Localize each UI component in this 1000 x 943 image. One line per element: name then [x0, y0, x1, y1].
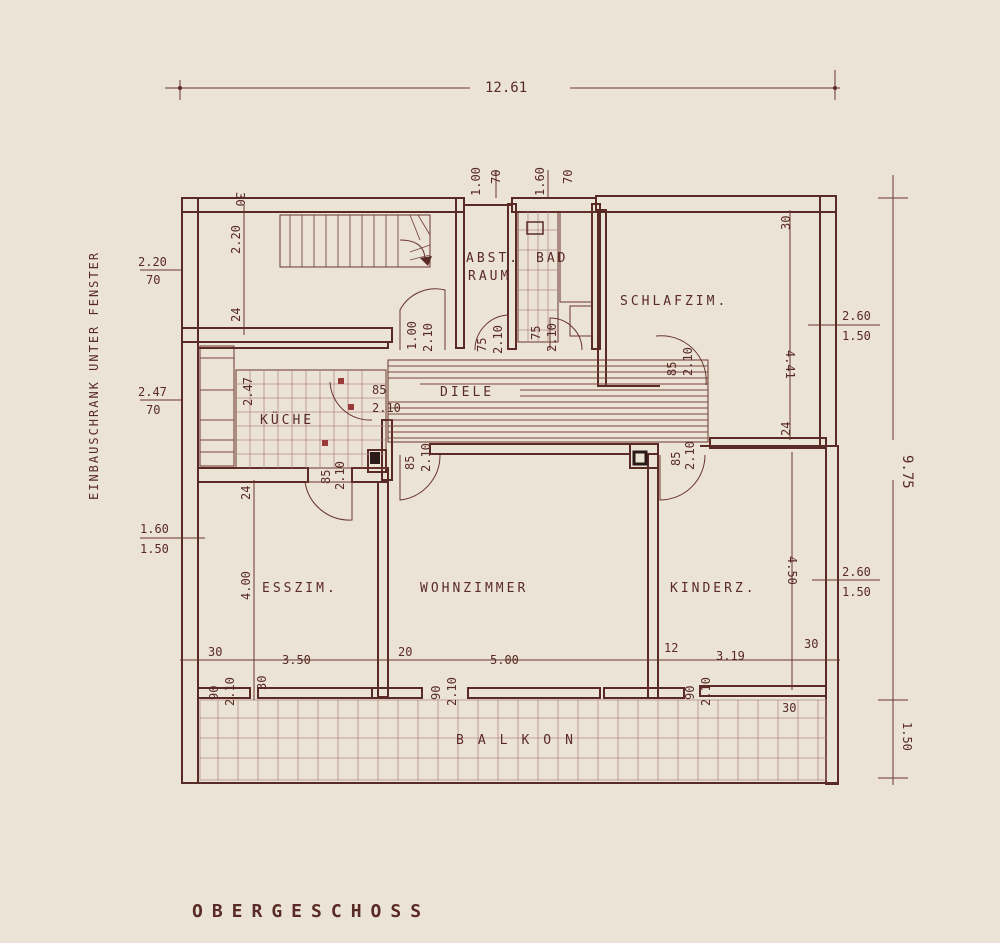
dim-bal-door-c: 90: [683, 686, 697, 700]
dim-ess-depth: 4.00: [239, 571, 253, 600]
label-esszim: ESSZIM.: [262, 581, 338, 596]
chimney-marker: [370, 452, 380, 464]
kuche-cabinets: [199, 345, 235, 467]
dim-door-85-b: 85: [403, 456, 417, 470]
dim-bal-door-c2: 2.10: [699, 677, 713, 706]
outer-walls: [181, 195, 839, 785]
overall-depth-dimension: 9.75 1.50: [878, 175, 915, 785]
dim-bot-12: 12: [664, 641, 678, 655]
dim-wall-24-r: 24: [779, 422, 793, 436]
dim-wall-30-r1: 30: [779, 216, 793, 230]
dim-bot-500: 5.00: [490, 653, 519, 667]
front-wall: [197, 685, 827, 699]
dim-bal-door-a: 90: [207, 686, 221, 700]
label-raum: RAUM: [468, 269, 511, 284]
dim-bal-door-b2: 2.10: [445, 677, 459, 706]
overall-depth-label: 9.75: [899, 455, 915, 489]
staircase: [279, 214, 432, 268]
balcony-tiles: [199, 699, 827, 781]
dim-left-win2-top: 2.47: [138, 385, 167, 399]
overall-width-label: 12.61: [485, 80, 527, 96]
dim-right-win2-top: 2.60: [842, 565, 871, 579]
dim-right-win1-bot: 1.50: [842, 329, 871, 343]
label-kinderz: KINDERZ.: [670, 581, 757, 596]
dim-left-win2-bot: 70: [146, 403, 160, 417]
dim-door-75b: 75: [529, 326, 543, 340]
dim-left-win1-bot: 70: [146, 273, 160, 287]
dim-door-210-g: 2.10: [683, 441, 697, 470]
dim-door-210-e: 2.10: [419, 443, 433, 472]
dim-wall-30-top: 30: [233, 192, 247, 206]
dim-door-210-f: 2.10: [333, 461, 347, 490]
dim-bad-w-top: 1.60: [533, 167, 547, 196]
dim-wall-24-a: 24: [229, 308, 243, 322]
dim-bot-350: 3.50: [282, 653, 311, 667]
label-schlafzim: SCHLAFZIM.: [620, 294, 728, 309]
dim-door-210-h: 2.10: [372, 401, 401, 415]
bad-fixtures: [517, 211, 593, 343]
label-kuche: KÜCHE: [260, 411, 314, 428]
dim-bal-door-a2: 2.10: [223, 677, 237, 706]
dim-door-85-a: 85: [665, 362, 679, 376]
dim-door-85-d: 85: [669, 452, 683, 466]
dim-right-win1-top: 2.60: [842, 309, 871, 323]
dim-kuche-len: 2.47: [241, 377, 255, 406]
dim-door-210-c: 2.10: [545, 323, 559, 352]
dim-door-100: 1.00: [405, 321, 419, 350]
dim-schlaf-depth: 4.41: [783, 350, 797, 379]
dim-door-210-b: 2.10: [491, 325, 505, 354]
dim-bot-30: 30: [208, 645, 222, 659]
balcony-depth-label: 1.50: [900, 722, 914, 751]
dim-right-win2-bot: 1.50: [842, 585, 871, 599]
dim-door-75: 75: [475, 338, 489, 352]
label-bad: BAD: [536, 251, 568, 266]
kuche-tiles: [235, 369, 387, 469]
overall-width-dimension: 12.61: [165, 70, 840, 100]
side-note: EINBAUSCHRANK UNTER FENSTER: [87, 251, 101, 500]
label-diele: DIELE: [440, 385, 494, 400]
chimney-marker-2: [632, 450, 648, 466]
dim-abst-w-top: 1.00: [469, 167, 483, 196]
dim-wall-24-b: 24: [239, 486, 253, 500]
label-abst: ABST.: [466, 251, 520, 266]
door-swings: [304, 288, 707, 521]
dim-left-win3-bot: 1.50: [140, 542, 169, 556]
dim-bot-30r: 30: [804, 637, 818, 651]
dim-bal-30: 30: [255, 676, 269, 690]
dim-left-win3-top: 1.60: [140, 522, 169, 536]
dim-bot-20: 20: [398, 645, 412, 659]
dim-abst-w-bot: 70: [489, 170, 503, 184]
dim-stair-len: 2.20: [229, 225, 243, 254]
diele-floor: [387, 359, 709, 443]
dim-kinder-depth: 4.50: [785, 556, 799, 585]
label-balkon: BALKON: [456, 733, 587, 748]
dim-door-210-d: 2.10: [681, 347, 695, 376]
dim-bad-w-bot: 70: [561, 170, 575, 184]
dim-bot-319: 3.19: [716, 649, 745, 663]
dim-bal-door-b: 90: [429, 686, 443, 700]
label-wohnzimmer: WOHNZIMMER: [420, 581, 528, 596]
dim-left-win1-top: 2.20: [138, 255, 167, 269]
dim-door-85-e: 85: [372, 383, 386, 397]
dim-door-85-c: 85: [319, 470, 333, 484]
page-title: OBERGESCHOSS: [192, 901, 430, 922]
dim-bal-30r: 30: [782, 701, 796, 715]
dim-door-210-a: 2.10: [421, 323, 435, 352]
